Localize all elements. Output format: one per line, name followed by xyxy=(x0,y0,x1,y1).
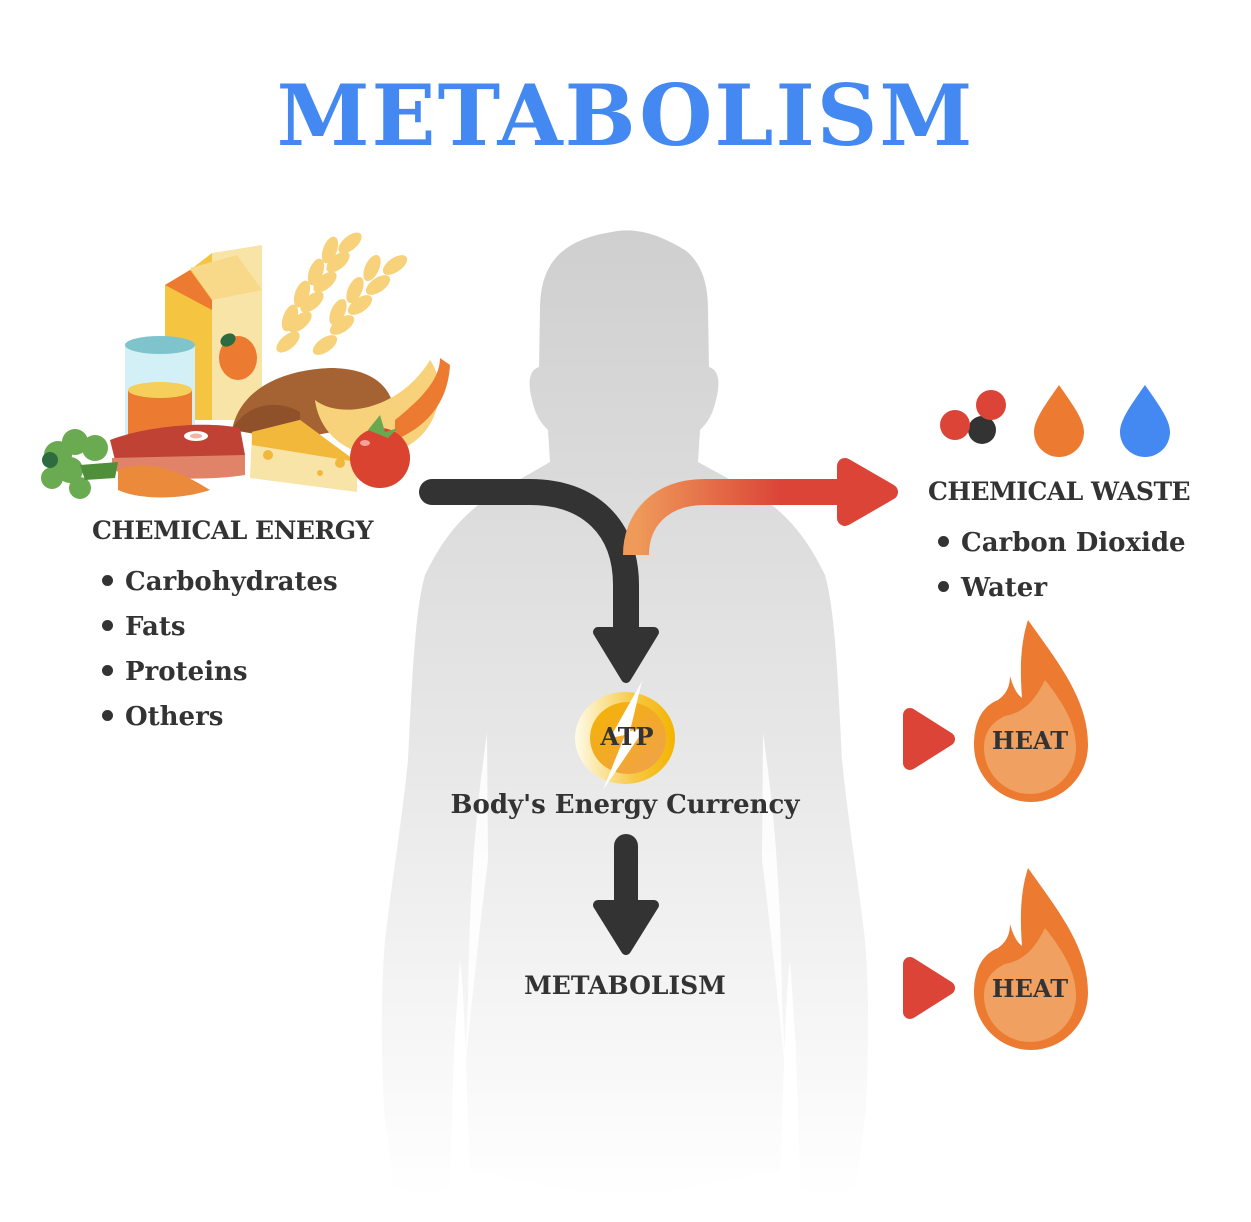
bullet-icon xyxy=(102,709,113,721)
chemical-energy-heading: CHEMICAL ENERGY xyxy=(92,516,373,545)
chemical-energy-list: Carbohydrates Fats Proteins Others xyxy=(102,560,338,740)
bullet-icon xyxy=(938,580,949,592)
atp-badge-label: ATP xyxy=(600,722,654,751)
orange-drop-icon xyxy=(1034,385,1084,457)
atp-coin xyxy=(575,681,675,790)
chemical-waste-list: Carbon Dioxide Water xyxy=(938,521,1186,611)
co2-molecule-icon xyxy=(940,390,1006,444)
metabolism-heat-arrow xyxy=(743,957,955,1019)
intake-arrow xyxy=(419,479,659,683)
list-item: Carbohydrates xyxy=(102,560,338,605)
bullet-icon xyxy=(102,619,113,631)
heat-flame-icon xyxy=(974,868,1088,1050)
heat-label-metabolism: HEAT xyxy=(991,974,1069,1003)
list-item: Fats xyxy=(102,605,338,650)
chemical-waste-heading: CHEMICAL WASTE xyxy=(928,477,1191,506)
list-item: Water xyxy=(938,566,1186,611)
heat-label-atp: HEAT xyxy=(991,726,1069,755)
metabolism-label: METABOLISM xyxy=(524,971,726,1000)
bullet-icon xyxy=(102,574,113,586)
list-item: Carbon Dioxide xyxy=(938,521,1186,566)
food-group-illustration xyxy=(41,232,450,499)
list-item: Others xyxy=(102,695,338,740)
list-item: Proteins xyxy=(102,650,338,695)
atp-caption: Body's Energy Currency xyxy=(450,790,800,820)
bullet-icon xyxy=(102,664,113,676)
waste-arrow xyxy=(623,458,898,556)
atp-heat-arrow xyxy=(689,708,955,770)
bullet-icon xyxy=(938,535,949,547)
page-title: METABOLISM xyxy=(276,66,975,165)
heat-flame-icon xyxy=(974,620,1088,802)
water-drop-icon xyxy=(1120,385,1170,457)
atp-metabolism-arrow xyxy=(593,834,659,955)
